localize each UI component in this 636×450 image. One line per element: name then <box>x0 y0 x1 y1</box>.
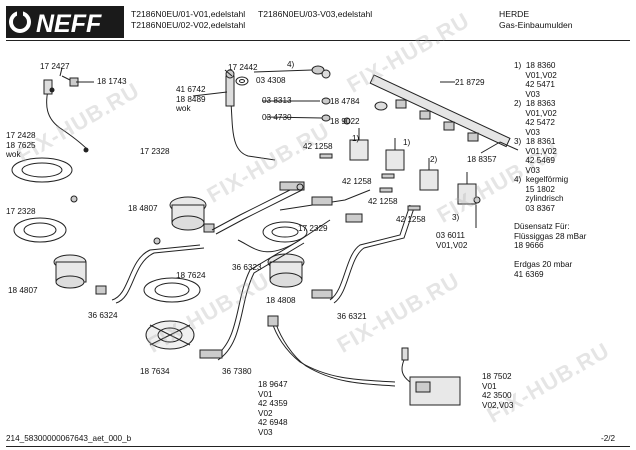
model-line-2: T2186N0EU/02-V02,edelstahl <box>131 20 246 30</box>
part-label: 18 4807 <box>128 204 158 213</box>
legend-item-1: 1) 18 8360 V01,V02 42 5471 V03 <box>514 61 557 99</box>
part-label: 03 8313 <box>262 96 292 105</box>
part-label: 18 8357 <box>467 155 497 164</box>
callout: 3) <box>452 213 460 222</box>
svg-text:NEFF: NEFF <box>36 10 102 38</box>
legend-item-2: 2) 18 8363 V01,V02 42 5472 V03 <box>514 99 557 137</box>
nozzle-set-note: Düsensatz Für: Flüssiggas 28 mBar 18 966… <box>514 222 587 251</box>
part-label: 18 4784 <box>330 97 360 106</box>
part-label: 03 6011 V01,V02 <box>436 231 468 250</box>
part-label: 17 2442 <box>228 63 258 72</box>
model-line-1: T2186N0EU/01-V01,edelstahl <box>131 9 246 19</box>
part-label: 18 9647 V01 42 4359 V02 42 6948 V03 <box>258 380 288 437</box>
callout: 2) <box>430 155 438 164</box>
header-rule <box>6 40 630 41</box>
part-label: 18 1743 <box>97 77 127 86</box>
category-label: Gas-Einbaumulden <box>499 20 573 30</box>
part-label: 03 4308 <box>256 76 286 85</box>
part-label: 36 6324 <box>88 311 118 320</box>
footer-rule <box>6 446 630 447</box>
natural-gas-note: Erdgas 20 mbar 41 6369 <box>514 260 573 279</box>
part-label: 36 7380 <box>222 367 252 376</box>
callout: 1) <box>403 138 411 147</box>
neff-logo: NEFF <box>6 6 124 38</box>
part-label: 18 4808 <box>266 296 296 305</box>
part-label: 17 2427 <box>40 62 70 71</box>
part-label: 42 1258 <box>342 177 372 186</box>
page-number: -2/2 <box>601 434 616 443</box>
part-label: 42 1258 <box>303 142 333 151</box>
part-label: 42 1258 <box>368 197 398 206</box>
part-label: 17 2329 <box>298 224 328 233</box>
model-line-3: T2186N0EU/03-V03,edelstahl <box>258 9 373 19</box>
callout: 1) <box>352 134 360 143</box>
part-label: 18 7634 <box>140 367 170 376</box>
part-label: 21 8729 <box>455 78 485 87</box>
part-label: 18 4807 <box>8 286 38 295</box>
part-label: 17 2328 <box>140 147 170 156</box>
part-label: 36 6323 <box>232 263 262 272</box>
legend-item-3: 3) 18 8361 V01,V02 42 5469 V03 <box>514 137 557 175</box>
part-label: 18 7624 <box>176 271 206 280</box>
part-label: 17 2328 <box>6 207 36 216</box>
document-id: 214_58300000067643_aet_000_b <box>6 434 132 443</box>
part-label: 18 7502 V01 42 3500 V02,V03 <box>482 372 514 410</box>
part-label: 36 6321 <box>337 312 367 321</box>
thermocouple-wire-left <box>46 89 89 151</box>
callout: 4) <box>287 60 295 69</box>
part-label: 03 4730 <box>262 113 292 122</box>
maker-label: HERDE <box>499 9 530 19</box>
part-label: 17 2428 18 7625 wok <box>6 131 36 160</box>
legend-item-4: 4) kegelförmig 15 1802 zylindrisch 03 83… <box>514 175 569 213</box>
part-label: 42 1258 <box>396 215 426 224</box>
part-label: 18 9022 <box>330 117 360 126</box>
part-label: 41 6742 18 8489 wok <box>176 85 206 114</box>
